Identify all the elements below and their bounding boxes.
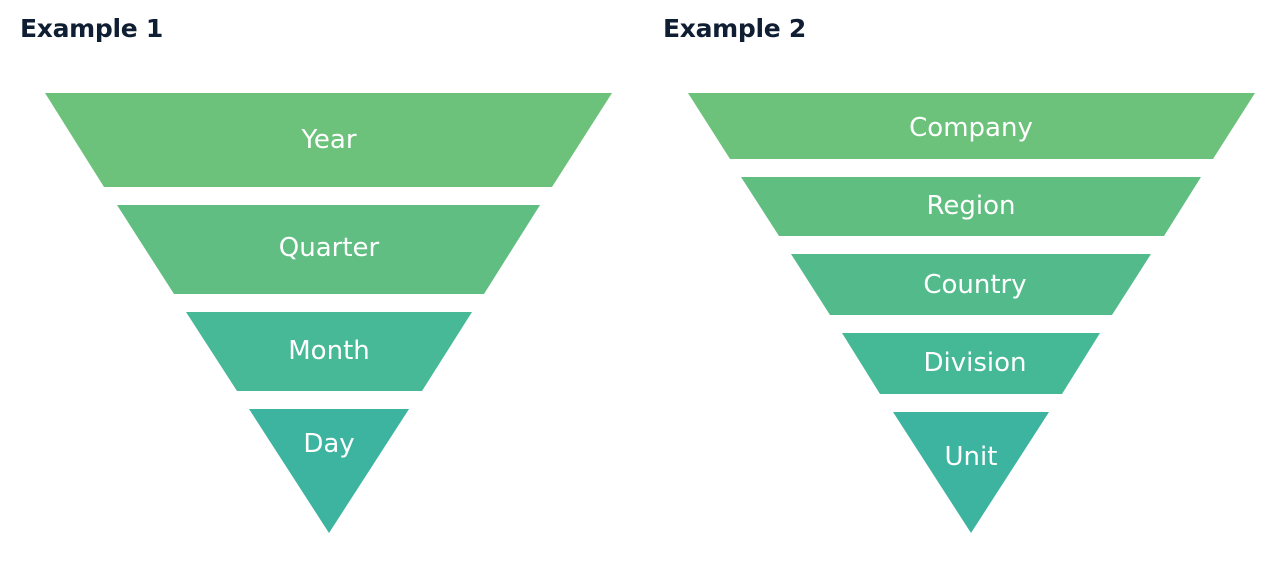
funnel-level-year-shape	[45, 93, 612, 187]
funnel-level-day: Day	[249, 409, 409, 533]
funnel-level-region-shape	[741, 177, 1201, 236]
funnel-level-country: Country	[791, 254, 1151, 315]
example-2-title: Example 2	[663, 14, 806, 43]
funnel-level-day-shape	[249, 409, 409, 533]
funnel-level-division-label: Division	[923, 348, 1026, 378]
funnel-level-unit: Unit	[893, 412, 1049, 533]
funnel-level-quarter: Quarter	[117, 205, 540, 294]
funnel-example-2: Company Region Country Division Unit	[688, 93, 1255, 533]
funnel-level-month-label: Month	[288, 336, 370, 366]
funnel-level-division: Division	[842, 333, 1100, 394]
funnel-level-company-shape	[688, 93, 1255, 159]
funnel-level-division-shape	[842, 333, 1100, 394]
funnel-level-company: Company	[688, 93, 1255, 159]
funnel-level-month-shape	[186, 312, 472, 391]
example-1-title: Example 1	[20, 14, 163, 43]
funnel-level-unit-label: Unit	[945, 442, 998, 472]
funnel-example-1: Year Quarter Month Day	[45, 93, 612, 533]
funnel-level-day-label: Day	[303, 429, 354, 459]
funnel-level-month: Month	[186, 312, 472, 391]
funnel-level-year-label: Year	[300, 125, 356, 155]
funnel-level-year: Year	[45, 93, 612, 187]
funnel-level-unit-shape	[893, 412, 1049, 533]
funnel-level-quarter-label: Quarter	[279, 233, 380, 263]
funnel-level-company-label: Company	[909, 113, 1033, 143]
funnel-level-region: Region	[741, 177, 1201, 236]
funnel-level-region-label: Region	[926, 191, 1015, 221]
funnel-level-quarter-shape	[117, 205, 540, 294]
funnel-level-country-shape	[791, 254, 1151, 315]
funnel-level-country-label: Country	[923, 270, 1026, 300]
